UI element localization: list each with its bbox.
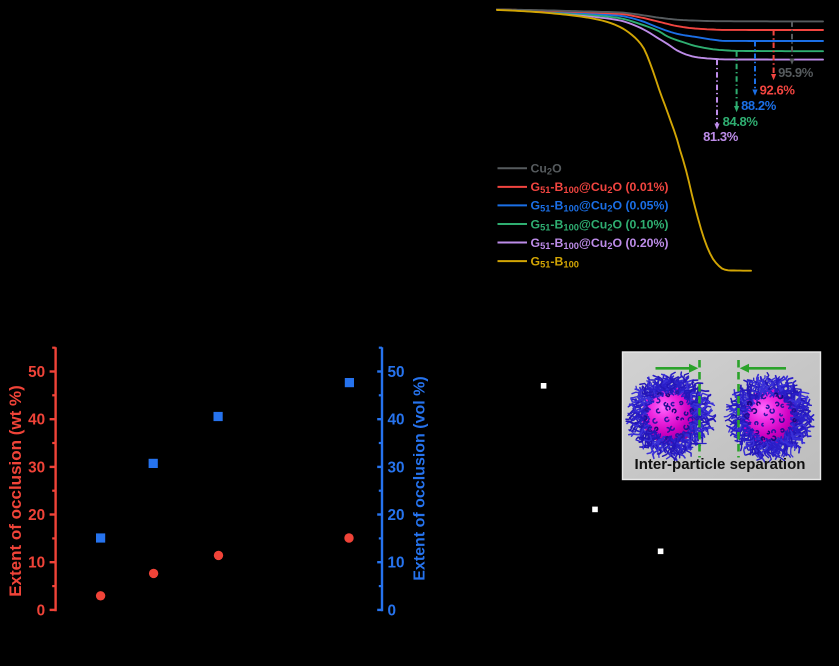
svg-text:81.3%: 81.3% (703, 129, 739, 144)
svg-text:G51-B100: G51-B100 (531, 254, 579, 269)
svg-text:88.2%: 88.2% (741, 98, 777, 113)
svg-text:0: 0 (388, 602, 397, 619)
svg-text:30: 30 (388, 459, 405, 476)
svg-text:Inter-particle separation: Inter-particle separation (635, 456, 806, 473)
svg-text:G51-B100@Cu2O (0.20%): G51-B100@Cu2O (0.20%) (531, 236, 669, 251)
svg-text:10: 10 (388, 555, 405, 572)
svg-text:92.6%: 92.6% (760, 83, 796, 98)
svg-text:30: 30 (28, 459, 45, 476)
svg-text:20: 20 (388, 507, 405, 524)
svg-text:Extent of occlusion (vol %): Extent of occlusion (vol %) (412, 376, 429, 580)
svg-text:20: 20 (28, 507, 45, 524)
svg-text:40: 40 (28, 412, 45, 429)
svg-text:40: 40 (388, 412, 405, 429)
svg-text:Extent of occlusion (wt %): Extent of occlusion (wt %) (6, 385, 25, 597)
svg-text:G51-B100@Cu2O (0.01%): G51-B100@Cu2O (0.01%) (531, 180, 669, 195)
svg-text:50: 50 (28, 364, 45, 381)
svg-text:10: 10 (28, 555, 45, 572)
svg-text:G51-B100@Cu2O (0.05%): G51-B100@Cu2O (0.05%) (531, 199, 669, 214)
svg-text:95.9%: 95.9% (778, 65, 814, 80)
svg-text:0: 0 (37, 602, 46, 619)
svg-text:G51-B100@Cu2O (0.10%): G51-B100@Cu2O (0.10%) (531, 217, 669, 232)
svg-text:50: 50 (388, 364, 405, 381)
svg-text:Cu2O: Cu2O (531, 162, 563, 177)
svg-text:84.8%: 84.8% (723, 114, 759, 129)
